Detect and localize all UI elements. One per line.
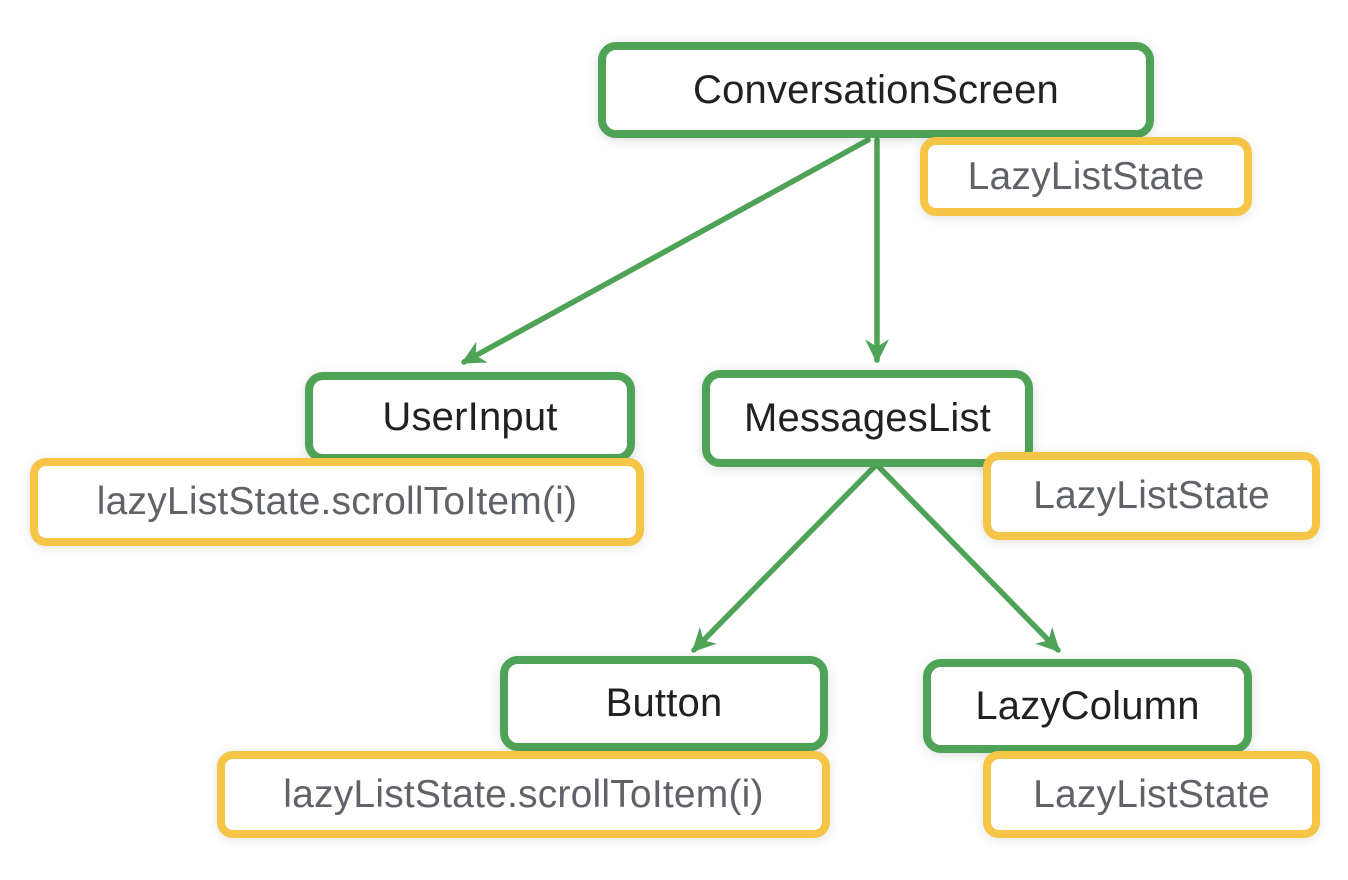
tag-conversation-screen-state: LazyListState	[920, 137, 1252, 216]
node-messages-list-label: MessagesList	[744, 396, 991, 440]
tag-lazy-column-state: LazyListState	[983, 751, 1320, 838]
edge-conversationscreen-to-userinput	[461, 137, 871, 365]
node-user-input-label: UserInput	[382, 394, 558, 439]
tag-lazy-column-state-label: LazyListState	[1033, 772, 1270, 816]
tag-user-input-call: lazyListState.scrollToItem(i)	[30, 458, 644, 546]
node-lazy-column: LazyColumn	[923, 659, 1252, 753]
edge-messageslist-to-lazycolumn	[875, 463, 1061, 653]
node-user-input: UserInput	[305, 372, 635, 462]
node-lazy-column-label: LazyColumn	[975, 683, 1200, 728]
tag-conversation-screen-state-label: LazyListState	[967, 154, 1205, 198]
tag-user-input-call-label: lazyListState.scrollToItem(i)	[96, 480, 578, 523]
node-conversation-screen: ConversationScreen	[598, 42, 1154, 138]
tag-messages-list-state: LazyListState	[983, 452, 1320, 540]
node-button-label: Button	[605, 681, 723, 725]
node-button: Button	[500, 656, 828, 751]
tag-button-call-label: lazyListState.scrollToItem(i)	[283, 772, 764, 816]
node-conversation-screen-label: ConversationScreen	[692, 67, 1060, 112]
tag-button-call: lazyListState.scrollToItem(i)	[217, 751, 830, 838]
node-messages-list: MessagesList	[702, 370, 1033, 467]
edge-messageslist-to-button	[691, 463, 878, 653]
tag-messages-list-state-label: LazyListState	[1033, 474, 1270, 517]
